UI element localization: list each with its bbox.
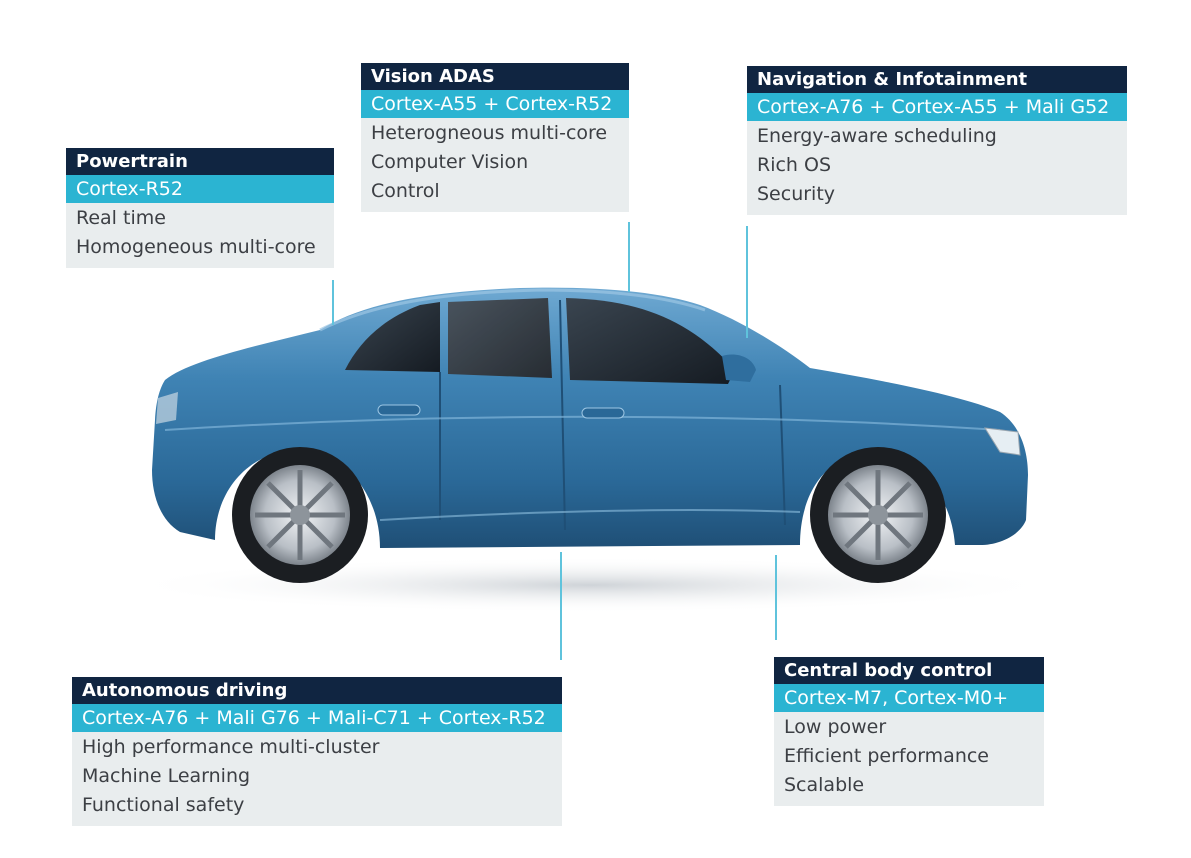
front-door-window [566, 298, 735, 384]
card-feature: Energy-aware scheduling [757, 125, 997, 147]
rear-wheel [232, 447, 368, 583]
rear-window [345, 302, 440, 372]
card-body: High performance multi-cluster Machine L… [72, 732, 562, 826]
card-body: Energy-aware scheduling Rich OS Security [747, 121, 1127, 215]
card-feature: Efficient performance [784, 745, 990, 767]
card-feature: Machine Learning [82, 765, 251, 787]
card-vision: Vision ADAS Cortex-A55 + Cortex-R52 Hete… [361, 63, 629, 212]
card-feature: High performance multi-cluster [82, 736, 380, 758]
card-navigation: Navigation & Infotainment Cortex-A76 + C… [747, 66, 1127, 215]
card-body: Heterogneous multi-core Computer Vision … [361, 118, 629, 212]
card-body-control: Central body control Cortex-M7, Cortex-M… [774, 657, 1044, 806]
car-shadow [120, 557, 1060, 613]
connector-body [775, 555, 777, 640]
card-feature: Homogeneous multi-core [76, 236, 316, 258]
card-chip: Cortex-M7, Cortex-M0+ [774, 684, 1044, 712]
card-chip: Cortex-R52 [66, 175, 334, 203]
card-feature: Control [371, 180, 440, 202]
connector-autonomous [560, 552, 562, 660]
card-chip: Cortex-A76 + Cortex-A55 + Mali G52 [747, 93, 1127, 121]
front-wheel [810, 447, 946, 583]
card-feature: Computer Vision [371, 151, 529, 173]
connector-vision [628, 222, 630, 292]
card-title: Vision ADAS [361, 63, 629, 90]
card-title: Powertrain [66, 148, 334, 175]
card-feature: Low power [784, 716, 887, 738]
card-title: Autonomous driving [72, 677, 562, 704]
card-feature: Real time [76, 207, 166, 229]
card-feature: Security [757, 183, 836, 205]
taillight [156, 392, 178, 424]
card-feature: Rich OS [757, 154, 832, 176]
side-mirror [722, 354, 756, 382]
card-autonomous: Autonomous driving Cortex-A76 + Mali G76… [72, 677, 562, 826]
headlight [984, 427, 1021, 456]
card-title: Central body control [774, 657, 1044, 684]
card-powertrain: Powertrain Cortex-R52 Real time Homogene… [66, 148, 334, 268]
card-body: Real time Homogeneous multi-core [66, 203, 334, 268]
card-body: Low power Efficient performance Scalable [774, 712, 1044, 806]
card-chip: Cortex-A55 + Cortex-R52 [361, 90, 629, 118]
card-feature: Functional safety [82, 794, 245, 816]
card-chip: Cortex-A76 + Mali G76 + Mali-C71 + Corte… [72, 704, 562, 732]
card-feature: Heterogneous multi-core [371, 122, 608, 144]
connector-navigation [746, 226, 748, 338]
card-title: Navigation & Infotainment [747, 66, 1127, 93]
connector-powertrain [332, 280, 334, 325]
rear-door-window [448, 298, 552, 378]
card-feature: Scalable [784, 774, 865, 796]
